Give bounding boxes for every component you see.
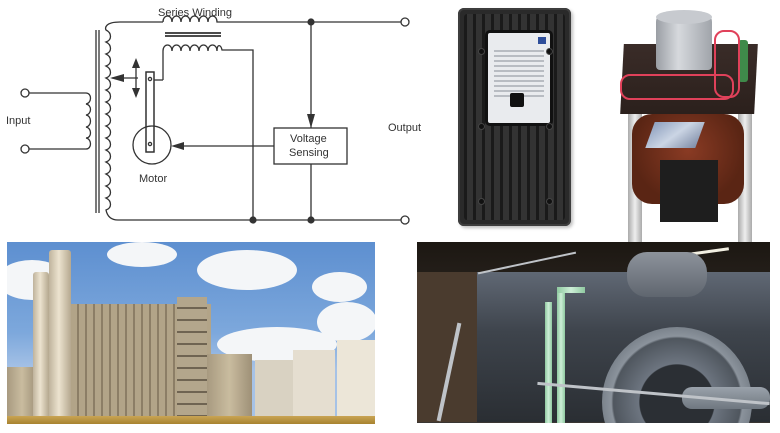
power-plant-photo bbox=[7, 242, 375, 424]
red-wiring bbox=[620, 74, 734, 100]
green-resistor bbox=[738, 40, 748, 82]
voltage-sensing-box bbox=[273, 127, 348, 165]
screw-icon bbox=[546, 48, 553, 55]
output-terminal-top bbox=[400, 17, 410, 27]
motor-label: Motor bbox=[139, 173, 167, 185]
screw-icon bbox=[478, 48, 485, 55]
wiper-arm bbox=[145, 71, 155, 153]
motor-circle bbox=[132, 125, 172, 165]
screw-icon bbox=[478, 123, 485, 130]
turbocharger bbox=[627, 252, 707, 297]
input-label: Input bbox=[6, 115, 30, 127]
screw-icon bbox=[478, 198, 485, 205]
grass-foreground bbox=[7, 416, 375, 424]
primary-coil bbox=[29, 92, 92, 150]
screw-icon bbox=[546, 198, 553, 205]
input-terminal-bottom bbox=[20, 144, 30, 154]
output-terminal-bottom bbox=[400, 215, 410, 225]
brand-logo-icon bbox=[538, 37, 546, 44]
autotransformer-winding bbox=[104, 21, 121, 221]
series-winding-label: Series Winding bbox=[158, 7, 232, 19]
screw-icon bbox=[546, 123, 553, 130]
input-terminal-top bbox=[20, 88, 30, 98]
voltage-sensing-label-line1: Voltage bbox=[290, 133, 327, 145]
engine-generator-photo bbox=[417, 242, 770, 423]
variac-regulator-photo bbox=[614, 10, 764, 310]
voltage-sensing-label-line2: Sensing bbox=[289, 147, 329, 159]
exhaust-stack bbox=[33, 272, 49, 417]
heatsink bbox=[645, 122, 705, 148]
junction-dot bbox=[307, 216, 315, 224]
series-winding bbox=[162, 15, 404, 23]
green-pipe bbox=[545, 302, 552, 423]
junction-dot bbox=[307, 18, 315, 26]
green-pipe bbox=[557, 287, 565, 423]
series-winding-secondary bbox=[162, 44, 254, 220]
panel-label bbox=[485, 30, 553, 126]
stair-tower bbox=[177, 297, 207, 417]
junction-dot bbox=[249, 216, 257, 224]
stabilizer-schematic: Series Winding Input Output Motor Voltag… bbox=[6, 7, 421, 225]
output-label: Output bbox=[388, 122, 421, 134]
control-panel-photo bbox=[458, 8, 571, 226]
connector-plug bbox=[510, 93, 524, 107]
terminal-board bbox=[660, 160, 718, 222]
exhaust-stack bbox=[49, 250, 71, 417]
